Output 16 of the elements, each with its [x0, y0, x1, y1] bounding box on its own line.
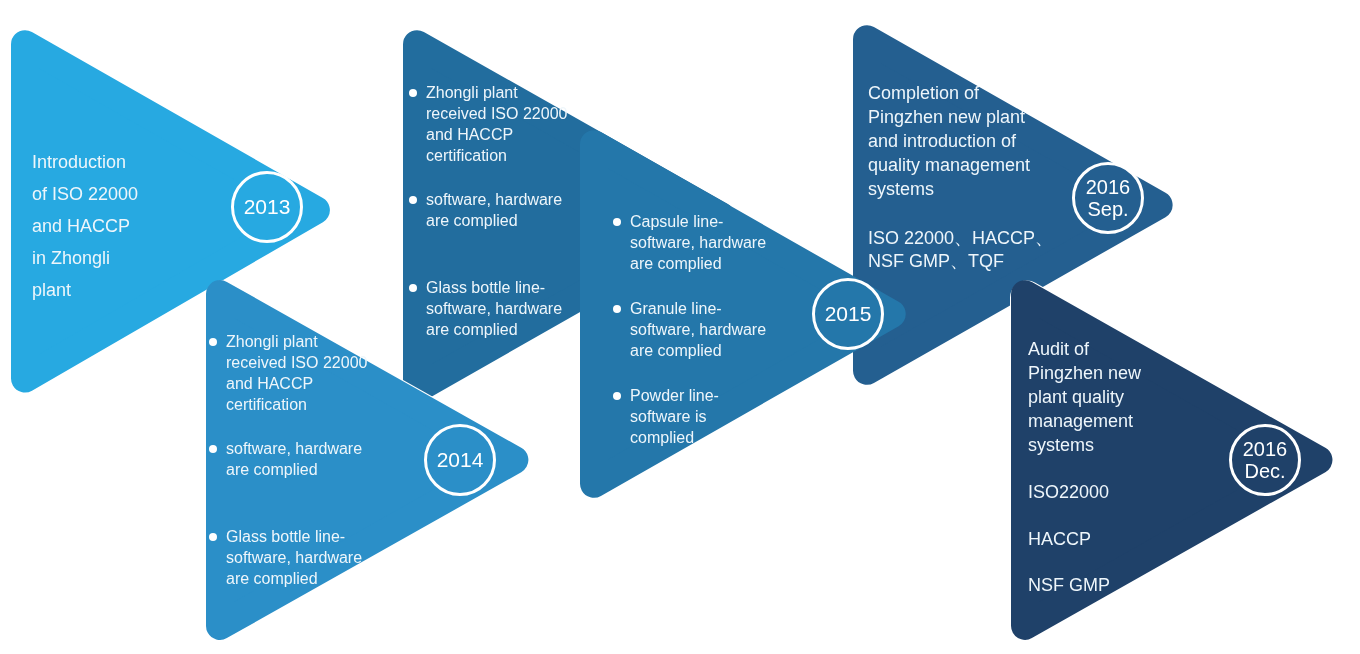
description-text: HACCP	[1028, 528, 1092, 551]
description-text: NSF GMP	[1028, 574, 1111, 597]
bullet-point: Capsule line-software, hardware are complied	[612, 211, 772, 274]
bullet-point: Zhongli plant received ISO 22000 and HACCP certification	[408, 82, 568, 166]
description-text: Completion of Pingzhen new plant and introduction of quality management systems	[868, 82, 1032, 201]
bullet-point: software, hardware are complied	[208, 438, 368, 480]
description-text: ISO22000	[1028, 481, 1111, 504]
bullet-point: software, hardware are complied	[408, 189, 568, 231]
bullet-point: Granule line-software, hardware are complied	[612, 298, 772, 361]
description-text: ISO 22000、HACCP、NSF GMP、TQF	[868, 227, 1055, 273]
bullet-point: Zhongli plant received ISO 22000 and HACCP certification	[208, 331, 368, 415]
description-text: Audit of Pingzhen new plant quality management systems	[1028, 338, 1143, 457]
bullet-point: Glass bottle line-software, hardware are complied	[208, 526, 368, 589]
description-text: Introduction of ISO 22000 and HACCP in Zhongli plant	[32, 151, 140, 302]
bullet-point: Powder line-software is complied	[612, 385, 772, 448]
bullet-point: Glass bottle line-software, hardware are complied	[408, 277, 568, 340]
